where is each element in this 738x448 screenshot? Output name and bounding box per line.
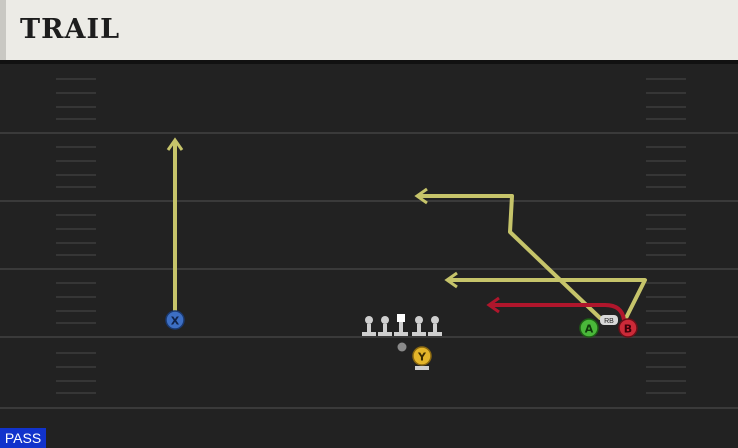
player-a-label: A xyxy=(585,323,594,336)
arrow-head xyxy=(414,187,428,205)
route-rb xyxy=(490,303,626,322)
hash-mark xyxy=(56,118,96,120)
arrow-head xyxy=(486,296,500,314)
lineman-icon xyxy=(428,316,442,336)
hash-mark xyxy=(56,146,96,148)
hash-mark xyxy=(56,174,96,176)
player-x-button[interactable]: X xyxy=(165,310,185,330)
player-b-button[interactable]: B xyxy=(618,318,638,338)
play-title-bar: TRAIL xyxy=(0,0,738,60)
route-a xyxy=(418,194,602,320)
hash-mark xyxy=(56,322,96,324)
yard-line xyxy=(0,407,738,409)
hash-mark xyxy=(646,214,686,216)
hash-mark xyxy=(56,296,96,298)
hash-mark xyxy=(646,254,686,256)
hash-mark xyxy=(56,380,96,382)
hash-mark xyxy=(646,310,686,312)
hash-mark xyxy=(56,228,96,230)
hash-mark xyxy=(646,282,686,284)
quarterback-marker xyxy=(397,342,407,352)
yard-line xyxy=(0,200,738,202)
player-b-label: B xyxy=(624,323,632,336)
hash-mark xyxy=(56,254,96,256)
lineman-icon xyxy=(378,316,392,336)
hash-mark xyxy=(646,228,686,230)
player-x-label: X xyxy=(171,315,180,328)
hash-mark xyxy=(646,186,686,188)
lineman-icon xyxy=(412,316,426,336)
hash-mark xyxy=(56,214,96,216)
hash-mark xyxy=(56,392,96,394)
hash-mark xyxy=(56,310,96,312)
hash-mark xyxy=(646,78,686,80)
hash-mark xyxy=(646,352,686,354)
hash-mark xyxy=(646,366,686,368)
hash-mark xyxy=(56,242,96,244)
player-a-button[interactable]: A xyxy=(579,318,599,338)
yard-line xyxy=(0,268,738,270)
player-y-button[interactable]: Y xyxy=(412,346,432,370)
hash-mark xyxy=(56,78,96,80)
play-name: TRAIL xyxy=(20,14,121,45)
hash-mark xyxy=(646,146,686,148)
offensive-line xyxy=(362,314,442,336)
hash-mark xyxy=(646,380,686,382)
title-divider xyxy=(0,60,738,64)
hash-mark xyxy=(56,92,96,94)
hash-mark xyxy=(56,352,96,354)
hash-mark xyxy=(646,106,686,108)
yard-line xyxy=(0,336,738,338)
lineman-icon xyxy=(362,316,376,336)
hash-mark xyxy=(646,392,686,394)
rb-tag: RB xyxy=(600,315,618,325)
hash-mark xyxy=(56,282,96,284)
hash-mark xyxy=(646,174,686,176)
yard-line xyxy=(0,132,738,134)
hash-mark xyxy=(56,160,96,162)
hash-mark xyxy=(646,160,686,162)
hash-mark xyxy=(56,106,96,108)
hash-mark xyxy=(646,322,686,324)
arrow-head xyxy=(444,271,458,289)
hash-mark xyxy=(646,92,686,94)
arrow-head xyxy=(166,137,184,151)
play-type-badge: PASS xyxy=(0,428,46,448)
hash-mark xyxy=(646,296,686,298)
player-y-label: Y xyxy=(417,351,427,364)
hash-mark xyxy=(56,366,96,368)
hash-mark xyxy=(646,242,686,244)
center-icon xyxy=(394,314,408,336)
hash-mark xyxy=(646,118,686,120)
route-b xyxy=(448,278,647,320)
hash-mark xyxy=(56,186,96,188)
playbook-field xyxy=(0,64,738,448)
rb-label: RB xyxy=(604,318,614,325)
